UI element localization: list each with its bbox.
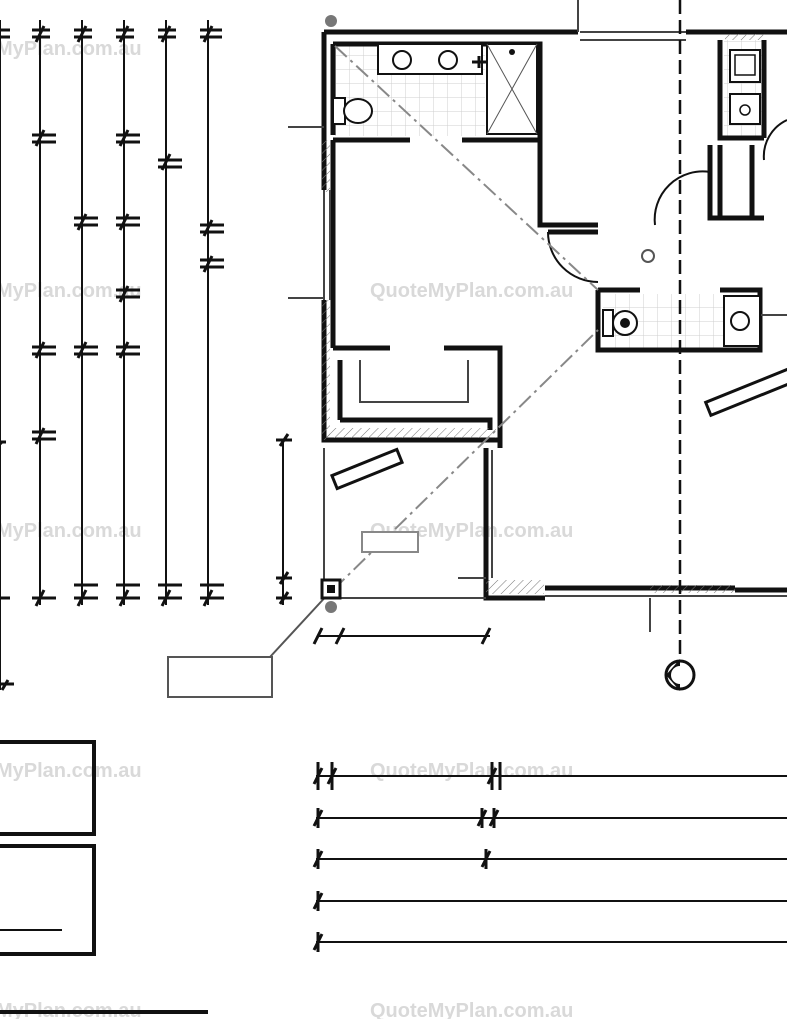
basin: [392, 50, 412, 70]
watermark-text: QuoteMyPlan.com.au: [370, 760, 573, 782]
watermark-text: MyPlan.com.au: [0, 38, 142, 60]
watermark-text: QuoteMyPlan.com.au: [370, 520, 573, 542]
downpipe: [325, 15, 337, 27]
toilet-bowl: [343, 98, 373, 124]
watermark-text: QuoteMyPlan.com.au: [370, 280, 573, 302]
walls: [321, 29, 787, 601]
step: [329, 447, 405, 491]
watermark-text: MyPlan.com.au: [0, 520, 142, 542]
label-box: [167, 656, 273, 698]
dimension-ticks: [0, 25, 292, 691]
legend-box: [0, 740, 96, 836]
door-mat: [361, 531, 419, 553]
vanity: [377, 43, 483, 75]
bottom-dimension-ticks: [312, 762, 502, 952]
wall-hatching: [322, 34, 765, 594]
watermark-text: MyPlan.com.au: [0, 1000, 142, 1019]
grid-marker: [664, 659, 696, 691]
hand-basin: [730, 311, 750, 331]
room-label-callout: [167, 591, 331, 698]
legend-box: [0, 844, 96, 956]
door-swings: [547, 119, 787, 283]
bottom-dimension-lines: [316, 775, 787, 943]
watermark-text: QuoteMyPlan.com.au: [370, 1000, 573, 1019]
watermark-text: MyPlan.com.au: [0, 280, 142, 302]
left-dimension-lines: [0, 20, 284, 690]
legend-boxes: [0, 740, 208, 1014]
toilet-cistern: [602, 309, 614, 337]
leader-line: [269, 591, 331, 658]
downpipe: [325, 601, 337, 613]
basin: [438, 50, 458, 70]
fixtures: [320, 15, 787, 613]
floor-waste: [641, 249, 655, 263]
watermark-text: MyPlan.com.au: [0, 760, 142, 782]
step: [703, 366, 787, 418]
entry-dimension: [312, 627, 492, 645]
